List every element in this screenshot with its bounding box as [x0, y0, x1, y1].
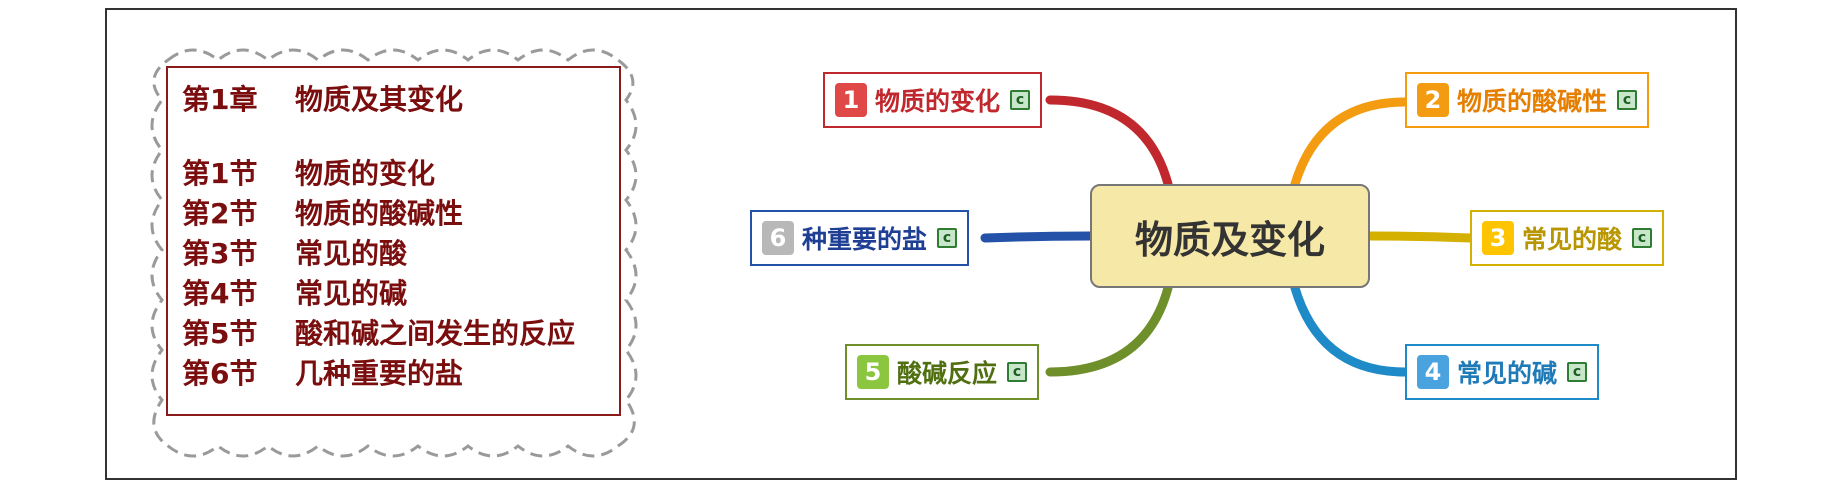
outline-section: 第3节 常见的酸 [182, 234, 575, 274]
node-label: 常见的酸 [1522, 225, 1623, 254]
c-icon[interactable]: c [1010, 90, 1031, 110]
section-number: 第2节 [182, 197, 258, 230]
branch-4 [1290, 283, 1410, 377]
c-icon[interactable]: c [1567, 362, 1588, 382]
section-title: 酸和碱之间发生的反应 [295, 317, 576, 350]
chapter-number: 第1章 [182, 83, 258, 116]
section-title: 常见的碱 [295, 277, 408, 310]
section-title: 几种重要的盐 [295, 357, 464, 390]
c-icon[interactable]: c [937, 228, 958, 248]
node-label: 种重要的盐 [802, 225, 928, 254]
node-label: 酸碱反应 [897, 359, 998, 388]
topic-node-4[interactable]: 4 常见的碱 c [1405, 344, 1600, 400]
outline-section: 第6节 几种重要的盐 [182, 354, 575, 394]
topic-node-2[interactable]: 2 物质的酸碱性 c [1405, 72, 1650, 128]
outline-section: 第4节 常见的碱 [182, 274, 575, 314]
topic-node-6[interactable]: 6 种重要的盐 c [750, 210, 970, 266]
section-title: 物质的酸碱性 [295, 197, 464, 230]
outline-section: 第5节 酸和碱之间发生的反应 [182, 314, 575, 354]
cloud-border [150, 48, 638, 458]
section-number: 第6节 [182, 357, 258, 390]
topic-node-1[interactable]: 1 物质的变化 c [823, 72, 1043, 128]
section-number: 第3节 [182, 237, 258, 270]
c-icon[interactable]: c [1617, 90, 1638, 110]
section-number: 第1节 [182, 157, 258, 190]
node-number-badge: 5 [857, 355, 889, 389]
section-number: 第4节 [182, 277, 258, 310]
node-number-badge: 2 [1417, 83, 1449, 117]
topic-node-5[interactable]: 5 酸碱反应 c [845, 344, 1040, 400]
branch-5 [1045, 283, 1173, 377]
outline-chapter: 第1章 物质及其变化 [182, 80, 575, 120]
section-title: 常见的酸 [295, 237, 408, 270]
node-number-badge: 3 [1482, 221, 1514, 255]
node-number-badge: 1 [835, 83, 867, 117]
outline-list: 第1章 物质及其变化 第1节 物质的变化 第2节 物质的酸碱性 第3节 常见的酸 第4节… [182, 80, 575, 394]
c-icon[interactable]: c [1632, 228, 1653, 248]
branch-3 [1365, 231, 1475, 243]
branch-1 [1045, 95, 1173, 189]
node-number-badge: 6 [762, 221, 794, 255]
c-icon[interactable]: c [1007, 362, 1028, 382]
outline-section: 第2节 物质的酸碱性 [182, 194, 575, 234]
section-title: 物质的变化 [295, 157, 436, 190]
chapter-title: 物质及其变化 [295, 83, 464, 116]
outline-section: 第1节 物质的变化 [182, 154, 575, 194]
node-label: 常见的碱 [1457, 359, 1558, 388]
node-number-badge: 4 [1417, 355, 1449, 389]
branch-2 [1290, 97, 1410, 189]
section-number: 第5节 [182, 317, 258, 350]
central-topic[interactable]: 物质及变化 [1090, 184, 1370, 288]
node-label: 物质的变化 [875, 87, 1001, 116]
branch-6 [980, 231, 1095, 243]
node-label: 物质的酸碱性 [1457, 87, 1608, 116]
topic-node-3[interactable]: 3 常见的酸 c [1470, 210, 1665, 266]
outline-box [166, 66, 621, 416]
